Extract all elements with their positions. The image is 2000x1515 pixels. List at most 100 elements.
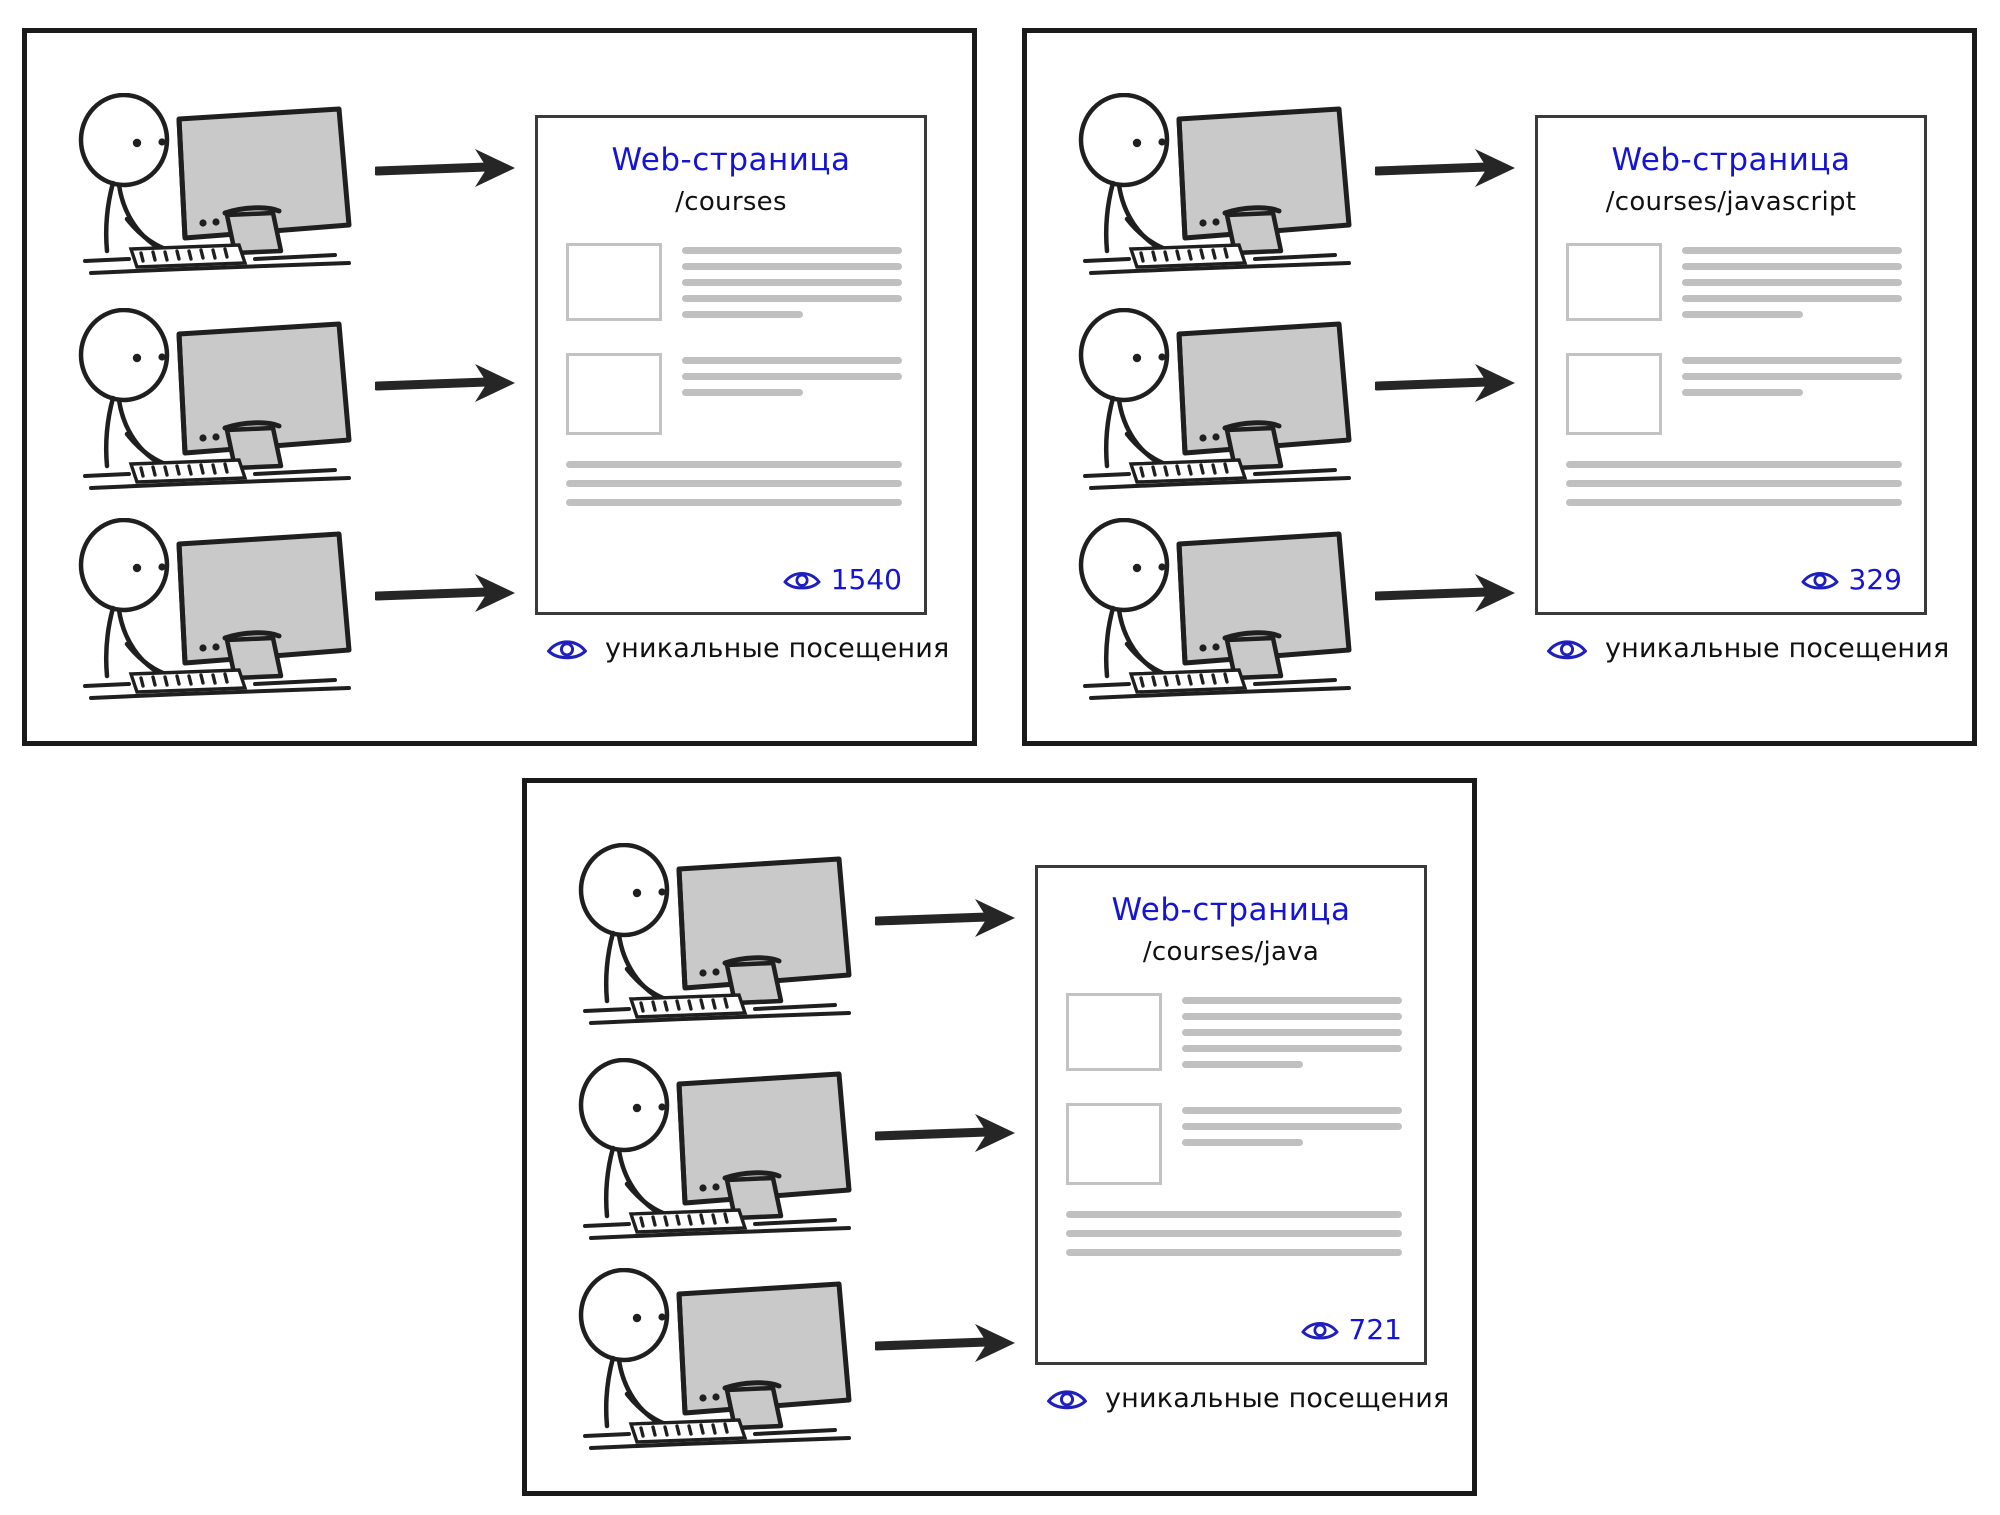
legend: уникальные посещения — [547, 633, 949, 664]
image-placeholder — [1066, 1103, 1162, 1185]
text-line — [1066, 1249, 1402, 1256]
visitor-figure — [1067, 93, 1367, 278]
text-line — [1682, 311, 1803, 318]
web-page-card: Web-страница /courses/java 721 — [1035, 865, 1427, 1365]
visitor-figure — [67, 518, 367, 703]
visitor-figure — [67, 93, 367, 278]
page-footer-lines — [1038, 1211, 1424, 1256]
text-line — [1066, 1230, 1402, 1237]
image-placeholder — [566, 353, 662, 435]
text-line — [1566, 461, 1902, 468]
text-line — [566, 461, 902, 468]
page-title: Web-страница — [611, 142, 851, 178]
text-line — [682, 295, 902, 302]
flow-arrow — [1375, 358, 1525, 410]
eye-icon — [1801, 569, 1839, 590]
content-block — [1566, 243, 1902, 327]
page-content — [1038, 993, 1424, 1185]
text-line — [1182, 1045, 1402, 1052]
text-line — [1182, 1013, 1402, 1020]
legend: уникальные посещения — [1047, 1383, 1449, 1414]
visitor-group — [67, 63, 397, 723]
visit-count: 1540 — [830, 563, 902, 596]
text-lines — [682, 353, 902, 405]
eye-icon — [1047, 1387, 1087, 1410]
text-line — [1682, 357, 1902, 364]
visitor-figure — [567, 1058, 867, 1243]
text-line — [1066, 1211, 1402, 1218]
panel-courses-java: Web-страница /courses/java 721 уникальны… — [522, 778, 1477, 1496]
text-line — [682, 247, 902, 254]
visitor-group — [1067, 63, 1397, 723]
image-placeholder — [1066, 993, 1162, 1071]
text-line — [1682, 373, 1902, 380]
page-footer-lines — [1538, 461, 1924, 506]
page-url: /courses/java — [1142, 937, 1320, 967]
eye-icon — [547, 637, 587, 660]
text-line — [1182, 1061, 1303, 1068]
text-lines — [1682, 243, 1902, 327]
text-line — [682, 279, 902, 286]
text-lines — [1182, 993, 1402, 1077]
content-block — [1066, 1103, 1402, 1185]
page-url: /courses/javascript — [1605, 187, 1857, 217]
flow-arrow — [875, 893, 1025, 945]
eye-icon — [1547, 637, 1587, 660]
web-page-card: Web-страница /courses/javascript 329 — [1535, 115, 1927, 615]
content-block — [566, 243, 902, 327]
flow-arrow — [1375, 568, 1525, 620]
text-line — [1682, 295, 1902, 302]
flow-arrow — [1375, 143, 1525, 195]
text-lines — [1682, 353, 1902, 405]
text-lines — [682, 243, 902, 327]
text-line — [1182, 1139, 1303, 1146]
text-line — [682, 373, 902, 380]
visit-counter: 721 — [1301, 1313, 1402, 1346]
text-line — [1682, 247, 1902, 254]
page-title: Web-страница — [1611, 142, 1851, 178]
visitor-figure — [567, 843, 867, 1028]
legend-label: уникальные посещения — [605, 633, 950, 664]
image-placeholder — [1566, 353, 1662, 435]
visit-counter: 1540 — [783, 563, 902, 596]
content-block — [566, 353, 902, 435]
page-content — [538, 243, 924, 435]
text-line — [682, 311, 803, 318]
page-url: /courses — [675, 187, 787, 217]
text-line — [682, 357, 902, 364]
text-lines — [1182, 1103, 1402, 1155]
content-block — [1566, 353, 1902, 435]
visitor-figure — [1067, 308, 1367, 493]
visit-counter: 329 — [1801, 563, 1902, 596]
page-footer-lines — [538, 461, 924, 506]
legend-label: уникальные посещения — [1605, 633, 1950, 664]
image-placeholder — [566, 243, 662, 321]
page-title: Web-страница — [1111, 892, 1351, 928]
visitor-figure — [1067, 518, 1367, 703]
text-line — [1182, 1123, 1402, 1130]
visitor-group — [567, 813, 897, 1473]
text-line — [1566, 480, 1902, 487]
text-line — [566, 499, 902, 506]
content-block — [1066, 993, 1402, 1077]
panel-courses-javascript: Web-страница /courses/javascript 329 уни… — [1022, 28, 1977, 746]
legend-label: уникальные посещения — [1105, 1383, 1450, 1414]
flow-arrow — [375, 568, 525, 620]
web-page-card: Web-страница /courses 1540 — [535, 115, 927, 615]
eye-icon — [1301, 1319, 1339, 1340]
text-line — [1182, 997, 1402, 1004]
text-line — [682, 263, 902, 270]
visit-count: 721 — [1348, 1313, 1402, 1346]
image-placeholder — [1566, 243, 1662, 321]
flow-arrow — [375, 143, 525, 195]
visitor-figure — [67, 308, 367, 493]
legend: уникальные посещения — [1547, 633, 1949, 664]
text-line — [1182, 1029, 1402, 1036]
text-line — [682, 389, 803, 396]
panel-courses: Web-страница /courses 1540 уникальные по… — [22, 28, 977, 746]
text-line — [1682, 389, 1803, 396]
text-line — [1682, 263, 1902, 270]
eye-icon — [783, 569, 821, 590]
visitor-figure — [567, 1268, 867, 1453]
